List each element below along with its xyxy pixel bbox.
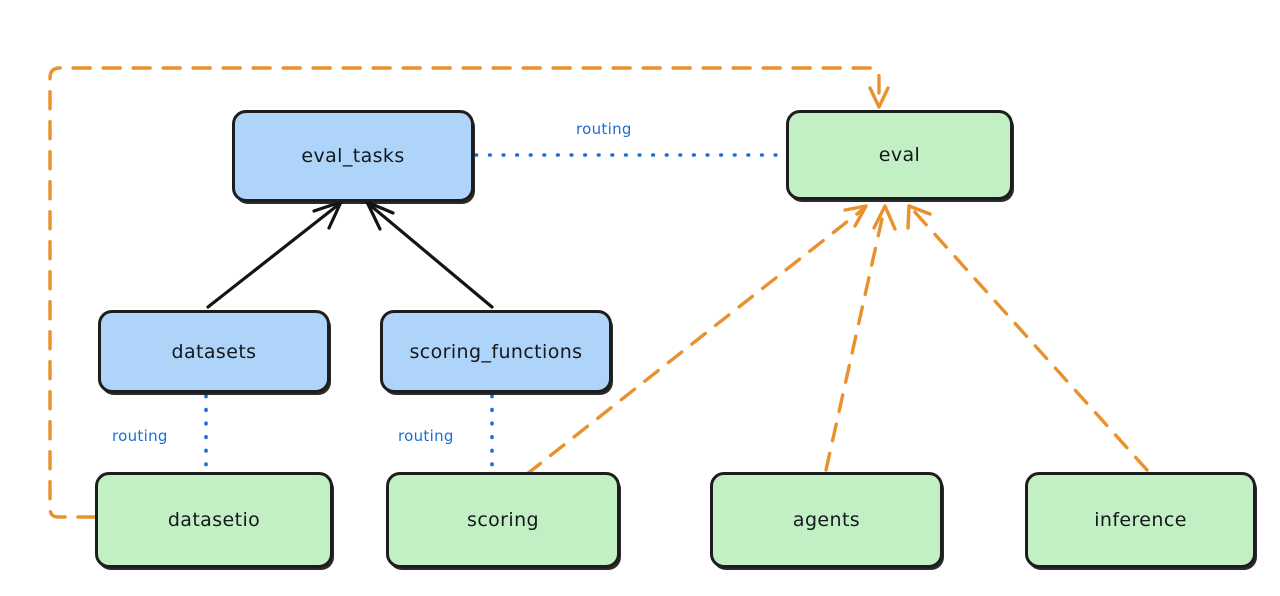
- node-eval-tasks[interactable]: eval_tasks: [232, 110, 474, 202]
- edge-agents-to-eval: [824, 208, 886, 472]
- edge-label-routing-datasets: routing: [112, 427, 168, 445]
- node-agents[interactable]: agents: [710, 472, 943, 568]
- node-label: datasets: [171, 340, 257, 363]
- node-label: eval_tasks: [301, 145, 405, 167]
- node-datasets[interactable]: datasets: [98, 310, 330, 393]
- node-label: scoring: [467, 509, 539, 531]
- arrowhead-scoring-functions-to-eval-tasks: [365, 200, 395, 231]
- node-label: agents: [792, 509, 861, 531]
- node-label: eval: [878, 144, 921, 166]
- arrowhead-agents-to-eval: [872, 204, 897, 231]
- node-datasetio[interactable]: datasetio: [95, 472, 333, 568]
- node-label: inference: [1094, 509, 1187, 531]
- arrowhead-inference-to-eval: [906, 204, 932, 230]
- arrowhead-datasetio-to-eval: [868, 86, 890, 109]
- edge-scoring-functions-to-eval-tasks: [368, 203, 494, 309]
- edge-datasets-to-eval-tasks: [206, 203, 340, 309]
- arrowhead-scoring-to-eval: [843, 204, 868, 228]
- node-scoring-functions[interactable]: scoring_functions: [380, 310, 612, 393]
- edge-inference-to-eval: [911, 208, 1149, 472]
- node-scoring[interactable]: scoring: [386, 472, 620, 568]
- arrowhead-datasets-to-eval-tasks: [312, 200, 343, 230]
- edge-label-routing-eval-tasks: routing: [576, 120, 632, 138]
- node-eval[interactable]: eval: [786, 110, 1013, 200]
- node-inference[interactable]: inference: [1025, 472, 1256, 568]
- node-label: scoring_functions: [409, 340, 583, 363]
- edge-label-routing-scoring-functions: routing: [398, 427, 454, 445]
- node-label: datasetio: [167, 509, 261, 531]
